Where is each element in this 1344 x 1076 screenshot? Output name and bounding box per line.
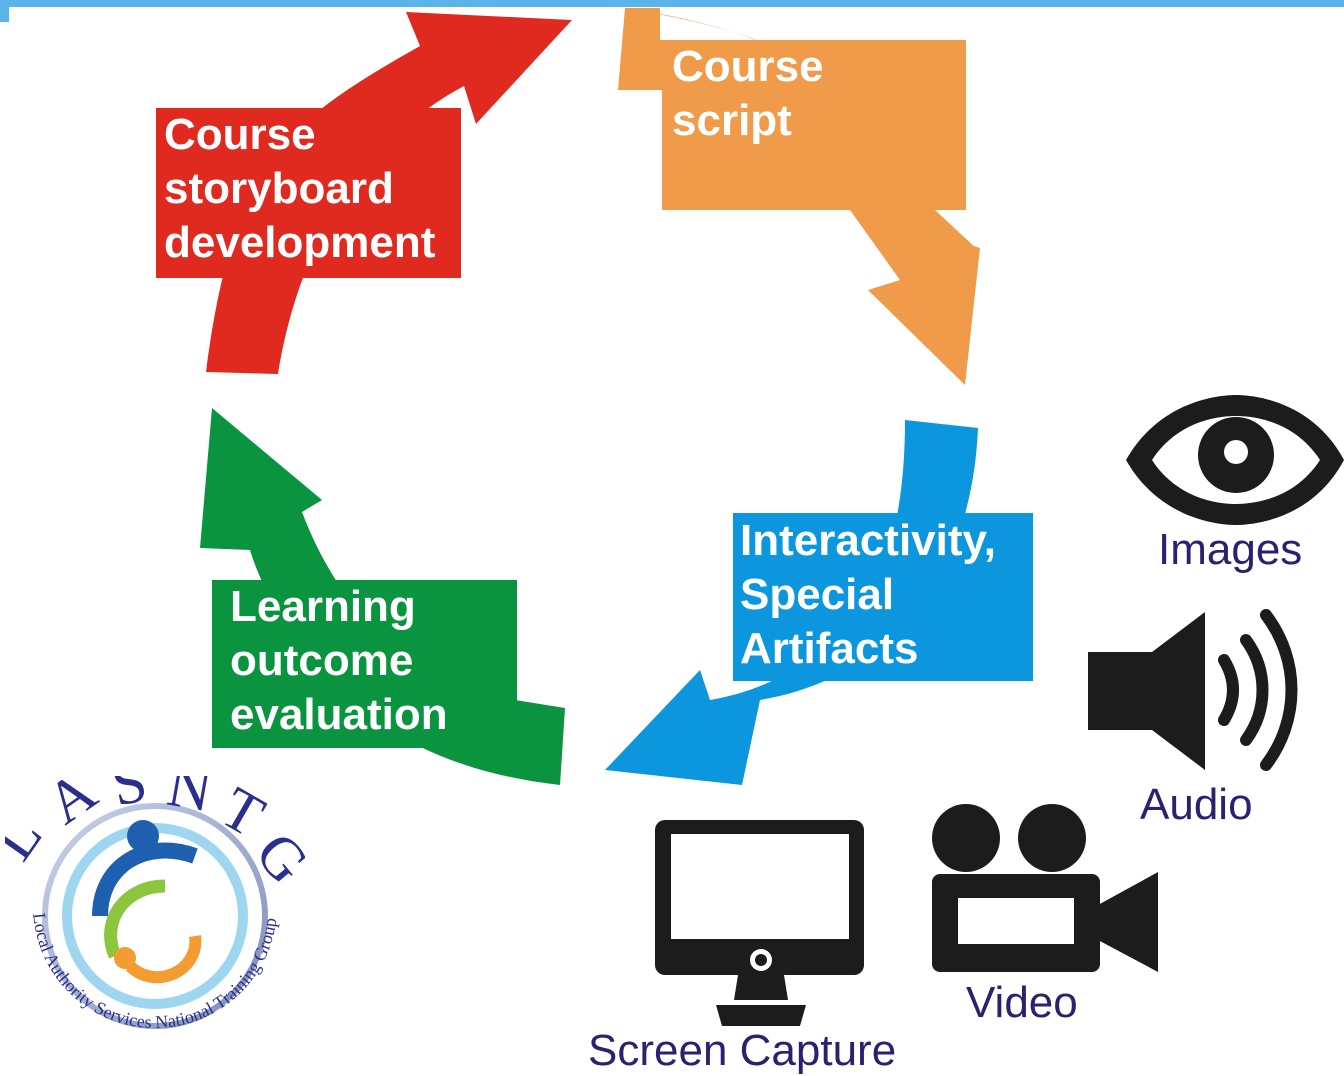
evaluation-label-line-2: outcome	[230, 636, 414, 685]
video-camera-icon	[932, 804, 1158, 972]
interactivity-box	[733, 513, 1033, 681]
logo-outer-ring	[42, 803, 268, 1029]
logo-letter-l: L	[5, 804, 55, 872]
eye-icon	[1126, 395, 1344, 525]
speaker-icon	[1088, 609, 1298, 771]
evaluation-arrow-tail	[515, 700, 565, 785]
screen-capture-label: Screen Capture	[588, 1026, 897, 1075]
evaluation-label-line-1: Learning	[230, 582, 416, 631]
top-border-bar	[0, 0, 1344, 7]
evaluation-label-line-3: evaluation	[230, 690, 448, 739]
video-label: Video	[966, 978, 1078, 1027]
storyboard-label-line-2: storyboard	[164, 164, 394, 213]
monitor-icon	[655, 820, 864, 1026]
logo-blue-head	[127, 820, 159, 852]
logo-letter-t: T	[211, 776, 276, 850]
logo-letter-a: A	[35, 776, 108, 837]
evaluation-arrow-shape	[200, 408, 562, 785]
storyboard-box	[156, 108, 461, 278]
interactivity-label-line-2: Special	[740, 570, 895, 619]
script-label-line-2: script	[672, 96, 792, 145]
logo-green-swirl	[104, 879, 166, 959]
logo-orange-swirl	[125, 935, 202, 984]
top-border-notch	[0, 0, 9, 22]
storyboard-arrow-shape	[206, 12, 572, 374]
storyboard-label: Course storyboard development	[164, 108, 435, 270]
interactivity-label: Interactivity, Special Artifacts	[740, 514, 996, 676]
logo-orange-head	[114, 947, 136, 969]
images-label: Images	[1158, 525, 1303, 574]
storyboard-label-line-3: development	[164, 218, 436, 267]
script-label: Course script	[672, 40, 824, 148]
audio-label: Audio	[1140, 780, 1253, 829]
evaluation-label: Learning outcome evaluation	[230, 580, 448, 742]
interactivity-arrow-shape	[605, 420, 978, 785]
storyboard-label-line-1: Course	[164, 110, 316, 159]
interactivity-label-line-3: Artifacts	[740, 624, 919, 673]
lasntg-logo: L A S N T G Local Authority Services Nat…	[5, 776, 305, 1032]
evaluation-box	[212, 580, 517, 748]
script-box	[618, 8, 978, 385]
script-label-line-1: Course	[672, 42, 824, 91]
interactivity-label-line-1: Interactivity,	[740, 516, 996, 565]
logo-blue-swirl	[92, 842, 198, 917]
